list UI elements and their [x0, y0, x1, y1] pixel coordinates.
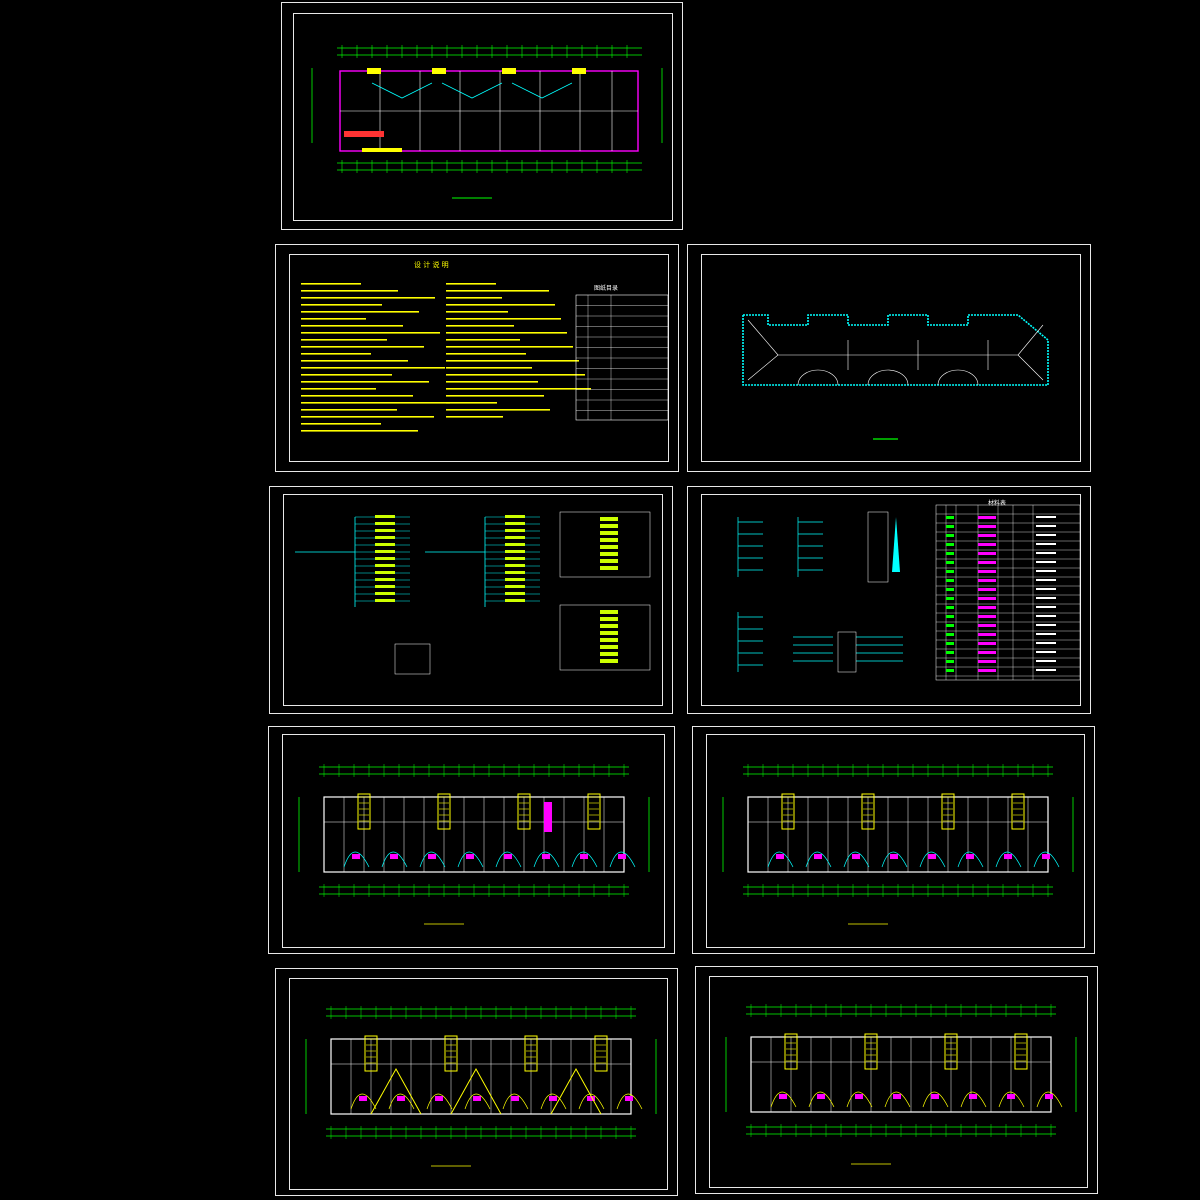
floor-plan-drawing: [725, 1004, 1077, 1165]
sheet-system-diagrams[interactable]: 材料表: [687, 486, 1091, 714]
sheet-inner-frame: [283, 494, 663, 706]
distribution-diagram-drawing: [295, 511, 651, 675]
sheet-roof-plan[interactable]: [687, 244, 1091, 472]
sheet-inner-frame: [701, 494, 1081, 706]
notes-text-block: [301, 283, 669, 432]
sheet-inner-frame: [289, 254, 669, 462]
sheet-floor-plan-2[interactable]: [268, 726, 675, 954]
floor-plan-drawing: [305, 1006, 657, 1167]
floor-plan-drawing: [722, 764, 1074, 925]
sheet-inner-frame: [701, 254, 1081, 462]
sheet-inner-frame: [293, 13, 673, 221]
sheet-inner-frame: [289, 978, 668, 1190]
sheet-notes[interactable]: 设 计 说 明 图纸目录: [275, 244, 679, 472]
sheet-inner-frame: [706, 734, 1085, 948]
notes-heading: 设 计 说 明: [414, 261, 449, 269]
roof-plan-drawing: [742, 314, 1049, 440]
floor-plan-drawing: [298, 764, 650, 925]
floor-plan-drawing: [311, 45, 663, 199]
sheet-floor-plan-5[interactable]: [695, 966, 1098, 1194]
sheet-floor-plan-4[interactable]: [275, 968, 678, 1196]
sheet-distribution-diagrams[interactable]: [269, 486, 673, 714]
materials-heading: 材料表: [988, 500, 1007, 507]
sheet-inner-frame: [709, 976, 1088, 1188]
sheet-inner-frame: [282, 734, 665, 948]
drawing-list-heading: 图纸目录: [594, 285, 619, 292]
sheet-floor-plan-3[interactable]: [692, 726, 1095, 954]
system-diagram-drawing: [737, 504, 1081, 681]
sheet-floor-plan-1[interactable]: [281, 2, 683, 230]
